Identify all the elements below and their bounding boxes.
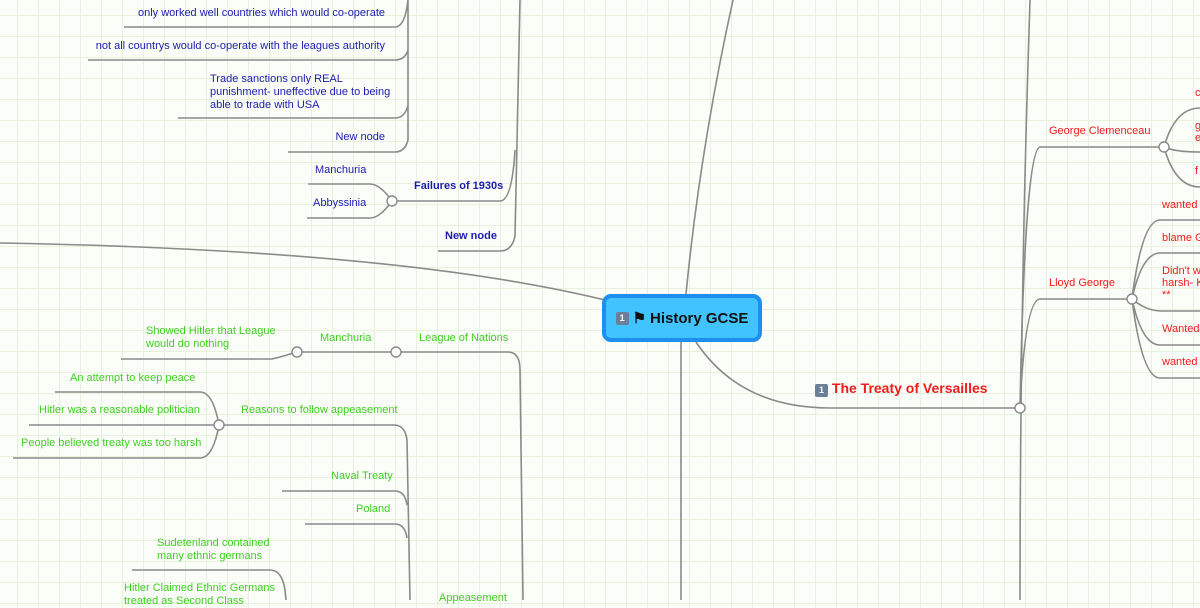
- node-poland[interactable]: Poland: [356, 503, 391, 515]
- node-abbyssinia[interactable]: Abbyssinia: [313, 197, 367, 209]
- node-showed-hitler-line2[interactable]: would do nothing: [146, 338, 230, 350]
- root-label: History GCSE: [650, 309, 749, 327]
- node-lloyd-child-3a[interactable]: Didn't w: [1162, 265, 1200, 277]
- priority-1-icon: 1: [615, 311, 629, 325]
- priority-1-icon: 1: [815, 384, 828, 397]
- node-manchuria[interactable]: Manchuria: [315, 164, 367, 176]
- node-lloyd-child-1[interactable]: wanted: [1162, 199, 1198, 211]
- node-clemenceau-child-2a[interactable]: g: [1195, 120, 1200, 132]
- node-treaty-too-harsh[interactable]: People believed treaty was too harsh: [21, 437, 202, 449]
- node-lloyd-child-4[interactable]: Wanted: [1162, 323, 1200, 335]
- node-lloyd-child-2[interactable]: blame G: [1162, 232, 1200, 244]
- node-sudetenland-line1[interactable]: Sudetenland contained: [157, 537, 270, 549]
- node-lloyd-child-3c[interactable]: **: [1162, 289, 1171, 301]
- flag-icon: ⚑: [632, 310, 647, 327]
- node-attempt-keep-peace[interactable]: An attempt to keep peace: [70, 372, 196, 384]
- node-clemenceau-child-2b[interactable]: e: [1195, 132, 1200, 144]
- node-george-clemenceau[interactable]: George Clemenceau: [1049, 125, 1151, 137]
- node-league-of-nations[interactable]: League of Nations: [419, 332, 509, 344]
- node-hitler-reasonable[interactable]: Hitler was a reasonable politician: [39, 404, 200, 416]
- node-manchuria-green[interactable]: Manchuria: [320, 332, 372, 344]
- node-not-all-countries[interactable]: not all countrys would co-operate with t…: [95, 40, 385, 52]
- node-lloyd-child-3b[interactable]: harsh- K: [1162, 277, 1200, 289]
- node-treaty-of-versailles[interactable]: 1 The Treaty of Versailles: [815, 380, 988, 397]
- node-showed-hitler-line1[interactable]: Showed Hitler that League: [146, 325, 276, 337]
- node-appeasement[interactable]: Appeasement: [439, 592, 507, 604]
- node-new-node[interactable]: New node: [335, 131, 385, 143]
- node-clemenceau-child-3[interactable]: f: [1195, 165, 1199, 177]
- node-trade-sanctions-line1[interactable]: Trade sanctions only REAL: [210, 73, 343, 85]
- node-reasons-appeasement[interactable]: Reasons to follow appeasement: [241, 404, 398, 416]
- node-new-node-bold[interactable]: New node: [445, 230, 497, 242]
- node-clemenceau-child-1[interactable]: c: [1195, 87, 1200, 99]
- node-lloyd-child-5[interactable]: wanted: [1162, 356, 1198, 368]
- node-naval-treaty[interactable]: Naval Treaty: [331, 470, 393, 482]
- root-node-history-gcse[interactable]: 1 ⚑ History GCSE: [602, 294, 762, 342]
- node-lloyd-george[interactable]: Lloyd George: [1049, 277, 1116, 289]
- node-sudetenland-line2[interactable]: many ethnic germans: [157, 550, 263, 562]
- node-failures-1930s[interactable]: Failures of 1930s: [414, 180, 504, 192]
- node-only-worked-well[interactable]: only worked well countries which would c…: [137, 7, 385, 19]
- treaty-label: The Treaty of Versailles: [831, 380, 988, 396]
- node-trade-sanctions-line2[interactable]: punishment- uneffective due to being: [210, 86, 391, 98]
- node-hitler-claimed-line1[interactable]: Hitler Claimed Ethnic Germans: [124, 582, 275, 594]
- node-hitler-claimed-line2[interactable]: treated as Second Class: [124, 595, 244, 607]
- node-trade-sanctions-line3[interactable]: able to trade with USA: [210, 99, 320, 111]
